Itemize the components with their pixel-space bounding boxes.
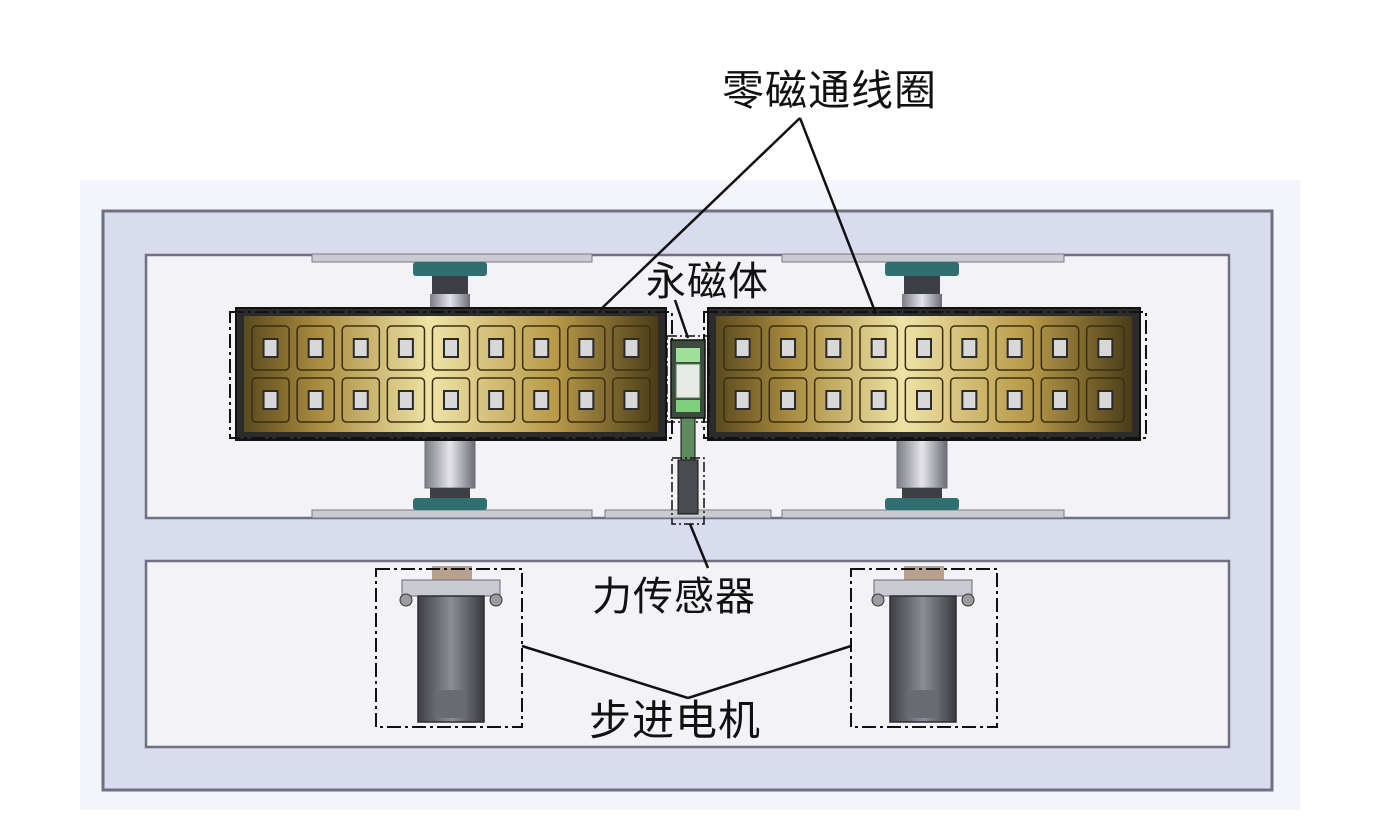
coil-core [307,390,324,410]
coil-core [307,338,324,358]
coil-winding [521,325,561,371]
coil-core [533,390,550,410]
coil-winding [476,325,516,371]
coil-core [443,338,459,358]
zero-flux-coils-label: 零磁通线圈 [722,66,938,115]
coil-core [623,338,640,358]
coil-winding [1085,325,1125,371]
bottom-plate-left [311,509,593,519]
coil-winding [612,377,651,423]
coil-core [262,338,279,358]
coil-core [488,338,505,358]
coil-winding [723,377,763,423]
top-plate-left [311,253,593,263]
coil-winding [904,325,944,371]
coil-core [870,338,887,358]
leader-sensor [688,523,710,569]
coil-winding [386,325,426,371]
coil-winding [612,325,651,371]
coil-winding [567,325,606,371]
coil-core [623,390,640,410]
coil-core [825,390,842,410]
force-sensor [671,457,705,525]
coil-winding [296,325,335,371]
coil-core [780,338,796,358]
coil-winding [341,377,381,423]
coil-winding [768,377,808,423]
coil-winding [1040,377,1080,423]
coil-winding [813,325,853,371]
coil-core [961,338,978,358]
permanent-magnet [666,335,710,423]
stepper-motor-label: 步进电机 [589,696,762,745]
coil-winding [995,325,1035,371]
left-stepper-motor [375,566,523,728]
coil-winding [1040,325,1080,371]
magnet-rod [680,417,696,461]
coil-core [1097,338,1114,358]
coil-winding [813,377,853,423]
top-plate-right [781,253,1065,263]
coil-winding [859,325,899,371]
coil-core [1097,390,1114,410]
coil-core [916,338,932,358]
coil-core [578,338,595,358]
coil-core [578,390,595,410]
permanent-magnet-label: 永磁体 [646,259,769,305]
coil-core [397,338,414,358]
lower-chamber [144,559,1231,749]
coil-core [397,390,414,410]
leader-lines [521,117,878,700]
coil-winding [949,325,989,371]
coil-winding [476,377,516,423]
leader-magnet [673,299,690,339]
right-coil-drum [703,307,1147,441]
coil-core [262,390,279,410]
right-stepper-motor [850,566,998,728]
leader-coils-left [599,117,801,311]
coil-winding [251,377,290,423]
force-sensor-label: 力传感器 [592,574,756,620]
coil-winding [949,377,989,423]
coil-core [488,390,505,410]
coil-core [961,390,978,410]
coil-core [352,338,369,358]
left-coil-drum [229,307,673,441]
coil-core [780,390,796,410]
coil-winding [431,325,471,371]
coil-winding [296,377,335,423]
right-shaft-assembly [885,262,959,510]
coil-core [1006,338,1023,358]
coil-core [1006,390,1023,410]
bottom-plate-right [781,509,1065,519]
coil-core [870,390,887,410]
coil-core [533,338,550,358]
leader-coils-right [798,117,878,315]
coil-core [1052,338,1068,358]
coil-winding [1085,377,1125,423]
coil-core [443,390,459,410]
coil-winding [567,377,606,423]
coil-winding [904,377,944,423]
coil-core [734,390,751,410]
leader-motor-right [687,644,852,700]
left-shaft-assembly [413,262,487,510]
coil-winding [431,377,471,423]
coil-winding [859,377,899,423]
coil-core [352,390,369,410]
coil-winding [768,325,808,371]
coil-winding [341,325,381,371]
coil-core [825,338,842,358]
coil-winding [251,325,290,371]
coil-core [916,390,932,410]
coil-winding [386,377,426,423]
coil-winding [521,377,561,423]
coil-core [734,338,751,358]
coil-winding [995,377,1035,423]
coil-winding [723,325,763,371]
leader-motor-left [521,644,689,700]
coil-core [1052,390,1068,410]
